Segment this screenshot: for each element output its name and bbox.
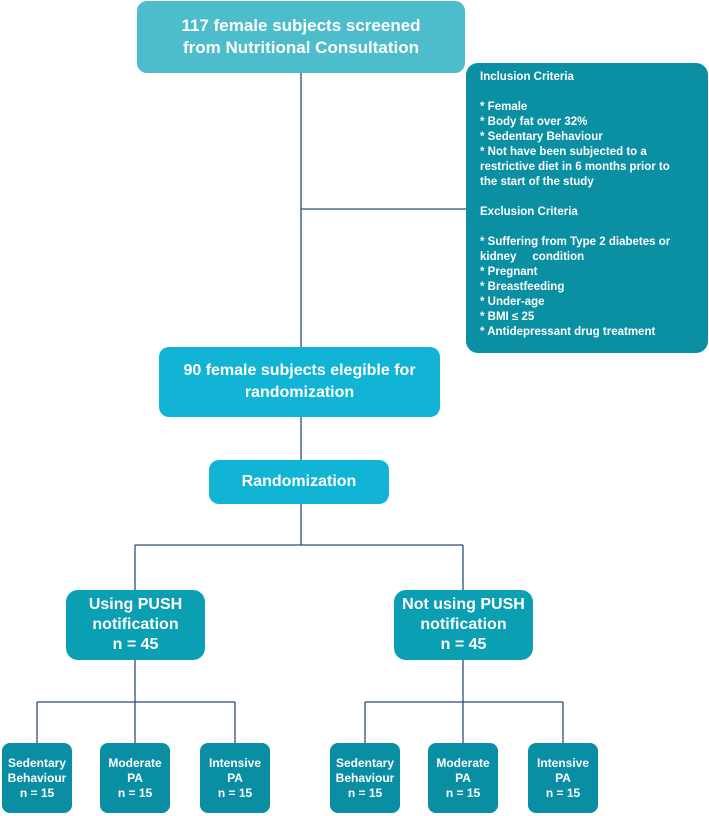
inclusion-item: * Body fat over 32% xyxy=(480,116,588,128)
inclusion-item: * Not have been subjected to a xyxy=(480,146,647,158)
exclusion-item: * BMI ≤ 25 xyxy=(480,311,535,323)
exclusion-item: * Under-age xyxy=(480,296,545,308)
inclusion-item: the start of the study xyxy=(480,176,594,188)
subgroup-line-1: Intensive xyxy=(208,755,262,770)
criteria-box: Inclusion Criteria * Female * Body fat o… xyxy=(466,63,708,353)
screened-subjects-box: 117 female subjects screened from Nutrit… xyxy=(137,1,465,73)
subgroup-count: n = 15 xyxy=(545,785,581,800)
group-line-1: Using PUSH xyxy=(88,596,183,613)
subgroup-line-1: Moderate xyxy=(436,755,490,770)
inclusion-criteria-list: * Female * Body fat over 32% * Sedentary… xyxy=(480,100,700,190)
screened-line-1: 117 female subjects screened xyxy=(181,16,421,35)
subgroup-count: n = 15 xyxy=(445,785,481,800)
group-line-2: notification xyxy=(92,616,179,633)
exclusion-item: * Pregnant xyxy=(480,266,538,278)
group-no-push-box: Not using PUSH notification n = 45 xyxy=(394,590,533,660)
subgroup-box: Sedentary Behaviour n = 15 xyxy=(2,743,72,813)
subgroup-line-1: Moderate xyxy=(108,755,162,770)
subgroup-line-1: Sedentary xyxy=(335,755,395,770)
subgroup-line-2: Behaviour xyxy=(335,770,395,785)
subgroup-line-1: Intensive xyxy=(536,755,590,770)
group-push-box: Using PUSH notification n = 45 xyxy=(66,590,205,660)
subgroup-line-2: PA xyxy=(555,770,571,785)
subgroup-count: n = 15 xyxy=(347,785,383,800)
randomization-box: Randomization xyxy=(209,460,389,504)
subgroup-line-2: PA xyxy=(227,770,243,785)
eligible-line-2: randomization xyxy=(244,384,355,401)
group-count: n = 45 xyxy=(440,636,487,653)
group-line-1: Not using PUSH xyxy=(402,596,525,613)
exclusion-item: * Breastfeeding xyxy=(480,281,565,293)
inclusion-item: restrictive diet in 6 months prior to xyxy=(480,161,670,173)
subgroup-box: Moderate PA n = 15 xyxy=(100,743,170,813)
subgroup-line-1: Sedentary xyxy=(7,755,67,770)
eligible-line-1: 90 female subjects elegible for xyxy=(183,362,416,379)
exclusion-item: * Suffering from Type 2 diabetes or xyxy=(480,236,671,248)
exclusion-item: kidney condition xyxy=(480,251,585,263)
randomization-label: Randomization xyxy=(241,473,357,490)
subgroup-box: Intensive PA n = 15 xyxy=(528,743,598,813)
group-line-2: notification xyxy=(420,616,507,633)
inclusion-item: * Sedentary Behaviour xyxy=(480,131,603,143)
subgroup-line-2: PA xyxy=(455,770,471,785)
subgroup-box: Intensive PA n = 15 xyxy=(200,743,270,813)
eligible-subjects-box: 90 female subjects elegible for randomiz… xyxy=(159,347,440,417)
exclusion-criteria-title: Exclusion Criteria xyxy=(480,206,578,218)
subgroup-count: n = 15 xyxy=(217,785,253,800)
screened-line-2: from Nutritional Consultation xyxy=(182,38,420,57)
inclusion-item: * Female xyxy=(480,101,528,113)
exclusion-item: * Antidepressant drug treatment xyxy=(480,326,656,338)
subgroup-box: Sedentary Behaviour n = 15 xyxy=(330,743,400,813)
subgroup-count: n = 15 xyxy=(117,785,153,800)
inclusion-criteria-title: Inclusion Criteria xyxy=(480,71,574,83)
subgroup-count: n = 15 xyxy=(19,785,55,800)
subgroup-box: Moderate PA n = 15 xyxy=(428,743,498,813)
subgroup-line-2: PA xyxy=(127,770,143,785)
group-count: n = 45 xyxy=(112,636,159,653)
exclusion-criteria-list: * Suffering from Type 2 diabetes or kidn… xyxy=(480,235,700,340)
subgroup-line-2: Behaviour xyxy=(7,770,67,785)
